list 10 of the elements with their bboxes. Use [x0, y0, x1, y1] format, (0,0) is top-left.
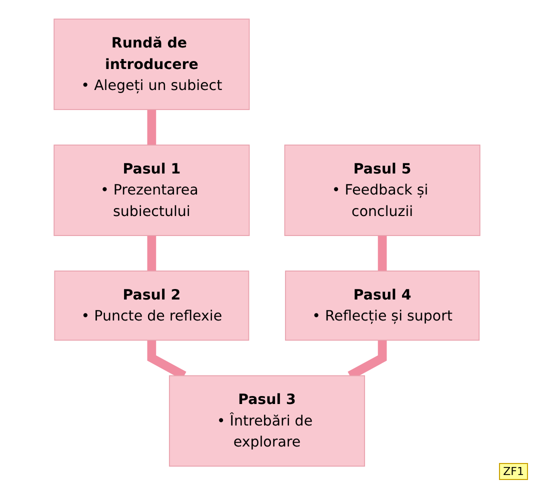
- connector: [147, 236, 156, 272]
- node-box: Pasul 4 • Reflecție și suport: [285, 270, 480, 342]
- comment-marker: ZF1: [499, 463, 528, 480]
- node-box: Pasul 2 • Puncte de reflexie: [54, 270, 250, 342]
- node-box: Rundă de introducere • Alegeți un subiect: [54, 19, 250, 110]
- node-box: Pasul 1 • Prezentarea subiectului: [54, 144, 250, 236]
- connector: [147, 110, 156, 146]
- node-box: Pasul 3 • Întrebări de explorare: [168, 376, 366, 467]
- node-box: Pasul 5 • Feedback și concluzii: [284, 144, 480, 236]
- connector: [378, 236, 387, 272]
